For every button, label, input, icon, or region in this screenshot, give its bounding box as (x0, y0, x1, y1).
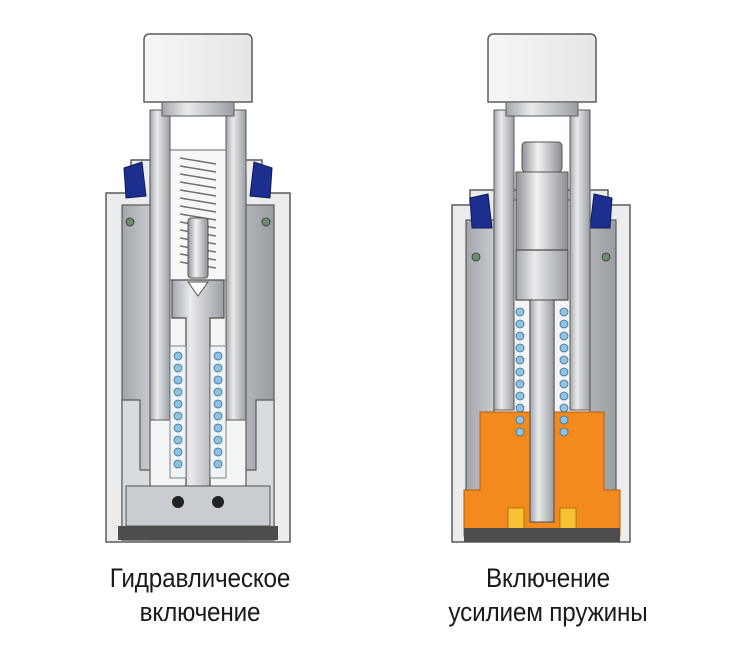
caption-spring-line-2: усилием пружины (448, 597, 648, 627)
port (212, 496, 224, 508)
sleeve-wall (493, 109, 515, 411)
o-ring (601, 252, 611, 262)
base-foot (464, 528, 620, 542)
piston-stem (529, 299, 555, 523)
caption-hydraulic-line-2: включение (139, 597, 261, 627)
caption-hydraulic: Гидравлическое включение (65, 561, 335, 629)
plunger-body (515, 171, 569, 251)
upper-pin (187, 217, 209, 279)
base-plate (125, 485, 271, 527)
piston-tip (187, 281, 209, 297)
seal-left (123, 161, 147, 199)
o-ring (125, 217, 135, 227)
spring-actuator (451, 33, 631, 543)
seal-right (589, 193, 613, 229)
base-foot (118, 526, 278, 540)
cap-neck (505, 101, 579, 117)
seal-right (249, 161, 273, 199)
cap (143, 33, 253, 103)
cap-neck (161, 101, 235, 117)
o-ring (261, 217, 271, 227)
caption-spring: Включение усилием пружины (413, 561, 683, 629)
caption-spring-line-1: Включение (485, 563, 611, 593)
lower-spring (173, 351, 223, 469)
main-spring (515, 307, 569, 437)
o-ring (471, 252, 481, 262)
seal-left (469, 193, 493, 229)
plunger-head (521, 141, 563, 173)
sleeve-wall (569, 109, 591, 411)
hydraulic-actuator (105, 33, 291, 543)
sleeve-wall (225, 109, 247, 421)
cap (487, 33, 597, 103)
sleeve-wall (149, 109, 171, 421)
caption-hydraulic-line-1: Гидравлическое (109, 563, 291, 593)
port (172, 496, 184, 508)
